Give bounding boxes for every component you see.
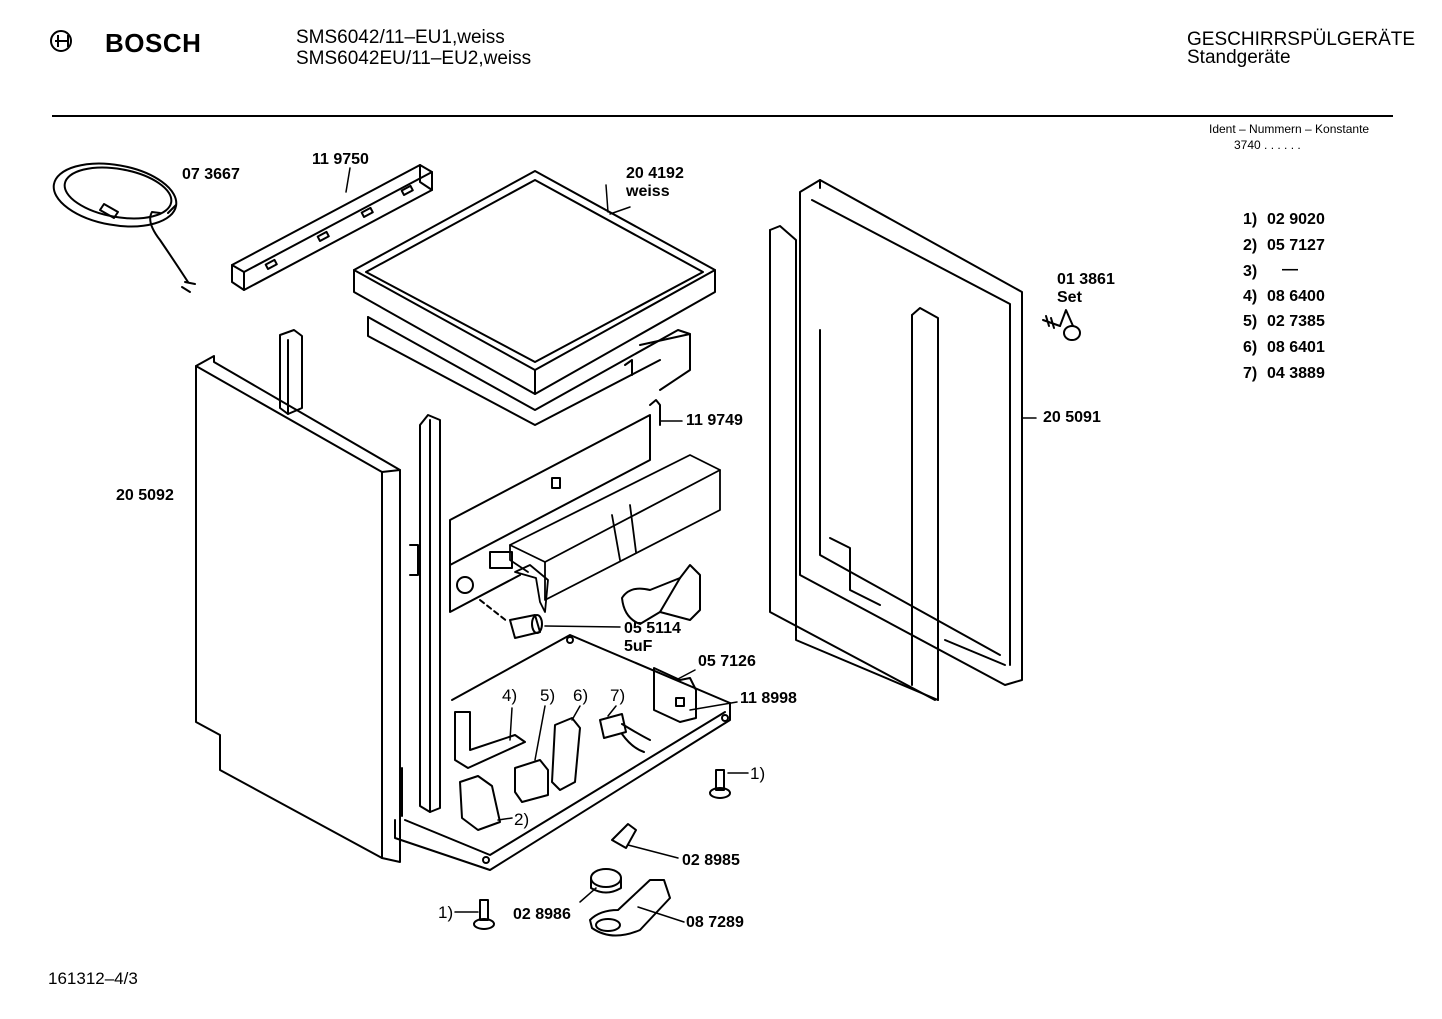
small-parts-drawing	[454, 711, 651, 831]
left-panel-drawing	[195, 355, 401, 863]
part-label-base: 11 8998	[740, 690, 797, 707]
heater-box-drawing	[509, 454, 721, 613]
brand-name: BOSCH	[105, 28, 202, 58]
part-label-screw-set: Set	[1057, 289, 1082, 306]
callout-foot-left: 1)	[438, 903, 454, 922]
callout-foot-right: 1)	[750, 764, 766, 783]
ref-value-4: 08 6400	[1267, 288, 1325, 305]
callout-holder-small: 2)	[514, 810, 530, 829]
part-label-screw-set-number: 01 3861	[1057, 271, 1115, 288]
front-profile-drawing	[409, 414, 441, 813]
part-label-switch: 02 8985	[682, 852, 740, 869]
base-drawing	[394, 634, 731, 871]
inner-wall-drawing	[449, 359, 661, 613]
ref-value-3: —	[1282, 261, 1298, 278]
leader-lines	[454, 206, 1037, 923]
model-line-1: SMS6042/11–EU1,weiss	[296, 27, 505, 48]
capacitor-drawing	[479, 599, 543, 639]
category-subtitle: Standgeräte	[1187, 47, 1291, 68]
category-title: GESCHIRRSPÜLGERÄTE	[1187, 29, 1416, 50]
part-label-float-holder: 08 7289	[686, 914, 744, 931]
part-label-bracket: 11 9749	[686, 412, 743, 429]
ref-value-1: 02 9020	[1267, 211, 1325, 228]
screw-set-drawing	[1042, 309, 1081, 341]
feet-drawing	[473, 769, 731, 930]
bosch-logo-icon	[50, 30, 72, 52]
ref-key-5: 5)	[1243, 313, 1258, 330]
part-label-float: 02 8986	[513, 906, 571, 923]
part-label-worktop-color: weiss	[626, 183, 670, 200]
callout-5: 5)	[540, 686, 556, 705]
rail-drawing	[231, 164, 433, 291]
holder-drawing	[653, 667, 697, 723]
ref-value-6: 08 6401	[1267, 339, 1325, 356]
part-label-worktop-number: 20 4192	[626, 165, 684, 182]
right-frame-drawing	[769, 179, 1023, 701]
ref-key-7: 7)	[1243, 365, 1258, 382]
model-line-2: SMS6042EU/11–EU2,weiss	[296, 48, 532, 69]
ref-key-1: 1)	[1243, 211, 1258, 228]
ident-value: 3740 . . . . . .	[1234, 138, 1301, 152]
part-label-cable: 07 3667	[182, 166, 240, 183]
flow-part-drawing	[621, 564, 701, 625]
part-label-holder: 05 7126	[698, 653, 756, 670]
ref-key-3: 3)	[1243, 263, 1258, 280]
left-profile-drawing	[279, 329, 303, 415]
ref-key-4: 4)	[1243, 288, 1258, 305]
header-rule	[52, 115, 1393, 117]
callout-6: 6)	[573, 686, 589, 705]
part-label-left-panel: 20 5092	[116, 487, 174, 504]
ref-value-2: 05 7127	[1267, 237, 1325, 254]
ref-key-2: 2)	[1243, 237, 1258, 254]
part-label-capacitor-value: 5uF	[624, 638, 653, 655]
ref-value-7: 04 3889	[1267, 365, 1325, 382]
drawing-number: 161312–4/3	[48, 969, 138, 988]
power-cable-drawing	[52, 162, 196, 293]
part-label-rail: 11 9750	[312, 151, 369, 168]
worktop-drawing	[353, 170, 716, 426]
ident-label: Ident – Nummern – Konstante	[1209, 122, 1370, 136]
callout-4: 4)	[502, 686, 518, 705]
callout-7: 7)	[610, 686, 626, 705]
part-label-capacitor-number: 05 5114	[624, 620, 681, 637]
float-assembly-drawing	[589, 823, 671, 937]
ref-key-6: 6)	[1243, 339, 1258, 356]
ref-value-5: 02 7385	[1267, 313, 1325, 330]
part-label-right-panel: 20 5091	[1043, 409, 1101, 426]
